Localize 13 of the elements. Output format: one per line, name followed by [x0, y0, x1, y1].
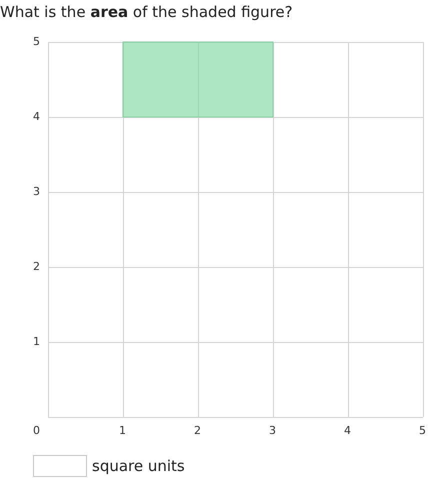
unit-text: square units [92, 457, 185, 475]
axis-tick-label: 0 [33, 424, 40, 437]
axis-tick-label: 2 [194, 424, 201, 437]
axis-tick-label: 3 [269, 424, 276, 437]
axis-tick-label: 1 [33, 335, 40, 348]
axis-tick-label: 5 [419, 424, 426, 437]
axis-tick-label: 4 [344, 424, 351, 437]
axis-tick-label: 3 [33, 185, 40, 198]
axis-tick-label: 1 [119, 424, 126, 437]
axis-tick-label: 4 [33, 110, 40, 123]
axis-tick-label: 2 [33, 260, 40, 273]
axis-tick-label: 5 [33, 35, 40, 48]
question-text: What is the area of the shaded figure? [0, 3, 293, 21]
